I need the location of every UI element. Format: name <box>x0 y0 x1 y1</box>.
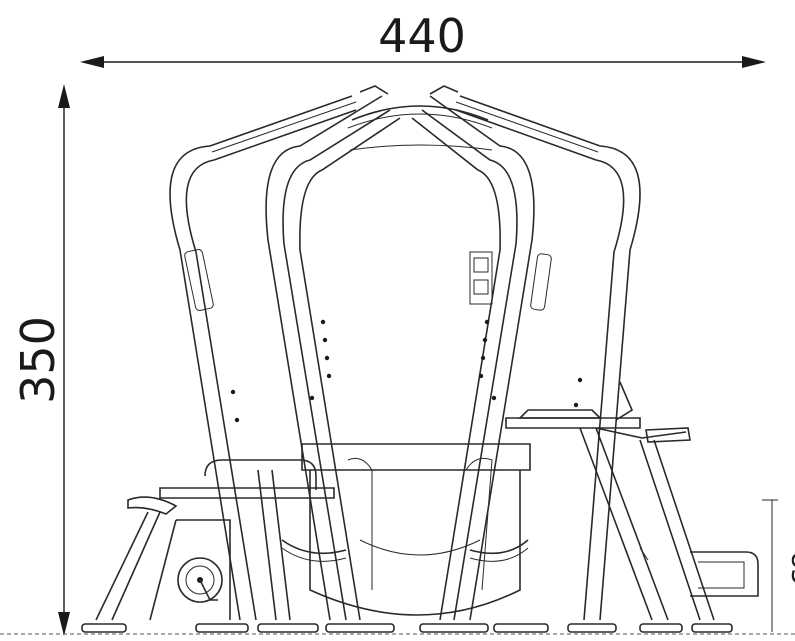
right-pedal <box>645 427 691 443</box>
left-inner-arch <box>265 95 401 621</box>
width-arrow-left <box>80 56 104 68</box>
foot-pad <box>419 623 489 633</box>
foot-pad <box>81 623 127 633</box>
foot-pad <box>691 623 733 633</box>
platform-dimension: *85 <box>762 499 795 632</box>
bike-crank <box>199 579 218 601</box>
hammock-seats <box>281 539 529 562</box>
height-label: 350 <box>11 316 65 404</box>
foot-pad <box>195 623 249 633</box>
right-bike-station <box>505 381 715 621</box>
width-arrow-right <box>742 56 766 68</box>
center-seat-module <box>301 443 531 616</box>
center-canopy <box>347 85 493 151</box>
foot-pad <box>325 623 395 633</box>
left-bike-station <box>95 459 335 621</box>
foot-pads <box>81 623 733 633</box>
frame-bolts <box>230 319 583 423</box>
left-outer-arch <box>169 95 357 621</box>
height-dimension: 350 <box>11 84 70 636</box>
platform-label: *85 <box>785 539 795 585</box>
right-handle-grip <box>530 253 552 311</box>
bike-flywheel <box>177 557 223 603</box>
right-handlebar <box>615 381 634 421</box>
height-arrow-bottom <box>58 612 70 636</box>
foot-pad <box>567 623 617 633</box>
foot-pad <box>639 623 683 633</box>
left-handle-grip <box>184 249 214 311</box>
right-bracket-plate <box>469 251 493 305</box>
height-arrow-top <box>58 84 70 108</box>
foot-pad <box>493 623 549 633</box>
width-label: 440 <box>378 9 466 63</box>
right-step-platform <box>639 547 759 597</box>
right-outer-arch <box>455 95 641 621</box>
width-dimension: 440 <box>80 9 766 68</box>
bike-saddle <box>127 496 178 515</box>
right-inner-arch <box>411 95 535 621</box>
foot-pad <box>257 623 319 633</box>
right-seat-top <box>518 409 602 419</box>
